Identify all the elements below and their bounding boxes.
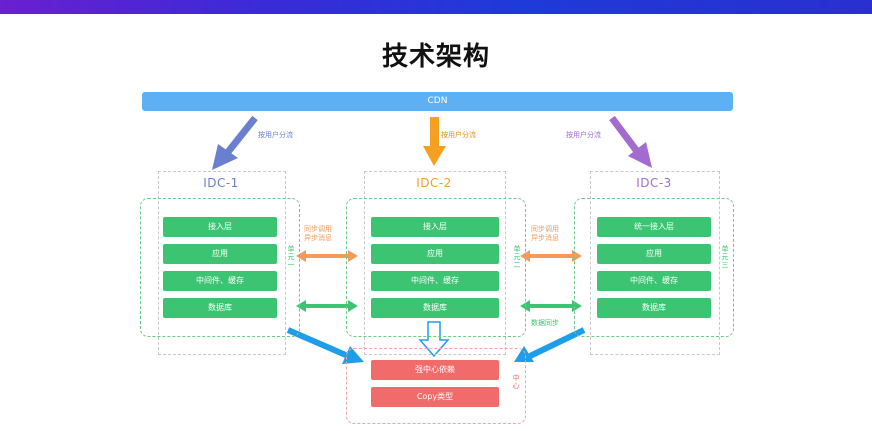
idc2-layer-middleware: 中间件、缓存 xyxy=(371,271,499,291)
idc1-layer-db: 数据库 xyxy=(163,298,277,318)
idc1-layer-middleware: 中间件、缓存 xyxy=(163,271,277,291)
top-banner xyxy=(0,0,872,14)
sync-label-left-line1: 同步调用 xyxy=(304,225,332,233)
data-sync-label: 数据同步 xyxy=(531,319,559,327)
unit3-label: 单元三 xyxy=(721,245,729,269)
split-arrow-idc1 xyxy=(212,115,258,170)
idc1-layer-app: 应用 xyxy=(163,244,277,264)
idc2-label: IDC-2 xyxy=(416,176,452,190)
sync-label-left-line2: 异步消息 xyxy=(304,234,332,242)
idc2-region xyxy=(364,171,506,355)
split-label-idc1: 按用户分流 xyxy=(258,131,293,139)
data-sync-arrow-right xyxy=(520,300,582,312)
idc2-layer-access: 接入层 xyxy=(371,217,499,237)
idc3-region xyxy=(590,171,720,355)
idc3-layer-app: 应用 xyxy=(597,244,711,264)
center-label: 中心 xyxy=(512,374,520,390)
data-sync-arrow-left xyxy=(296,300,358,312)
idc1-label: IDC-1 xyxy=(203,176,239,190)
center-item-strong: 强中心依赖 xyxy=(371,360,499,380)
unit3-box xyxy=(574,198,734,337)
unit2-label: 单元二 xyxy=(513,245,521,269)
sync-label-left: 同步调用 异步消息 xyxy=(304,225,332,243)
sync-label-right: 同步调用 异步消息 xyxy=(531,225,559,243)
idc1-region xyxy=(158,171,286,355)
split-arrow-idc2 xyxy=(423,117,446,166)
center-box xyxy=(346,348,526,424)
sync-arrow-left xyxy=(296,250,358,262)
unit1-box xyxy=(140,198,300,337)
sync-label-right-line1: 同步调用 xyxy=(531,225,559,233)
cdn-bar: CDN xyxy=(142,92,733,111)
idc3-layer-db: 数据库 xyxy=(597,298,711,318)
split-arrow-idc3 xyxy=(609,115,652,168)
sync-label-right-line2: 异步消息 xyxy=(531,234,559,242)
idc1-layer-access: 接入层 xyxy=(163,217,277,237)
idc3-layer-access: 统一接入层 xyxy=(597,217,711,237)
idc2-layer-db: 数据库 xyxy=(371,298,499,318)
idc3-layer-middleware: 中间件、缓存 xyxy=(597,271,711,291)
unit2-box xyxy=(346,198,526,337)
split-label-idc2: 按用户分流 xyxy=(441,131,476,139)
page-title: 技术架构 xyxy=(381,42,490,72)
sync-arrow-right xyxy=(520,250,582,262)
idc3-label: IDC-3 xyxy=(636,176,672,190)
center-item-copy: Copy类型 xyxy=(371,387,499,407)
split-label-idc3: 按用户分流 xyxy=(566,131,601,139)
idc2-layer-app: 应用 xyxy=(371,244,499,264)
unit1-label: 单元一 xyxy=(287,245,295,269)
